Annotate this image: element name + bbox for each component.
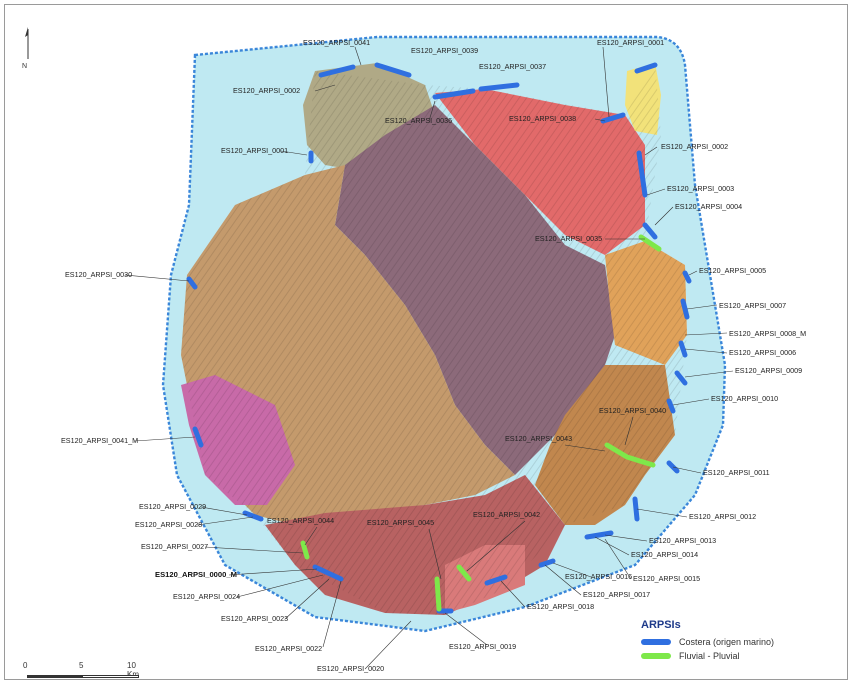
label-0001-top: ES120_ARPSI_0001 (597, 38, 664, 47)
label-0027: ES120_ARPSI_0027 (141, 542, 208, 551)
label-0007: ES120_ARPSI_0007 (719, 301, 786, 310)
label-0041-m: ES120_ARPSI_0041_M (61, 436, 138, 445)
label-0011: ES120_ARPSI_0011 (703, 468, 770, 477)
label-0022: ES120_ARPSI_0022 (255, 644, 322, 653)
label-0045: ES120_ARPSI_0045 (367, 518, 434, 527)
map-svg: ES120_ARPSI_0041 ES120_ARPSI_0039 ES120_… (61, 35, 806, 673)
label-0010: ES120_ARPSI_0010 (711, 394, 778, 403)
label-0008-m: ES120_ARPSI_0008_M (729, 329, 806, 338)
north-arrow: N (21, 25, 37, 75)
label-0035: ES120_ARPSI_0035 (535, 234, 602, 243)
label-0040: ES120_ARPSI_0040 (599, 406, 666, 415)
fluvial-arpsis (300, 234, 662, 612)
scale-bar-graphic (27, 675, 139, 678)
north-label: N (22, 63, 28, 70)
legend-swatch-coastal (641, 639, 671, 645)
label-0005: ES120_ARPSI_0005 (699, 266, 766, 275)
label-0000-m: ES120_ARPSI_0000_M (155, 570, 237, 579)
label-0017: ES120_ARPSI_0017 (583, 590, 650, 599)
label-0004: ES120_ARPSI_0004 (675, 202, 742, 211)
scale-tick-5: 5 (79, 661, 84, 670)
label-0039: ES120_ARPSI_0039 (411, 46, 478, 55)
scale-tick-0: 0 (23, 661, 28, 670)
arpsi-labels: ES120_ARPSI_0041 ES120_ARPSI_0039 ES120_… (61, 38, 806, 673)
label-0043: ES120_ARPSI_0043 (505, 434, 572, 443)
label-0024: ES120_ARPSI_0024 (173, 592, 240, 601)
north-arrow-icon (25, 27, 29, 59)
leader-lines (124, 46, 734, 670)
legend-row-fluvial: Fluvial - Pluvial (641, 649, 841, 663)
label-0002-west: ES120_ARPSI_0002 (233, 86, 300, 95)
label-0037: ES120_ARPSI_0037 (479, 62, 546, 71)
map-frame: ES120_ARPSI_0041 ES120_ARPSI_0039 ES120_… (4, 4, 848, 680)
legend-swatch-fluvial (641, 653, 671, 659)
label-0001-west: ES120_ARPSI_0001 (221, 146, 288, 155)
label-0044: ES120_ARPSI_0044 (267, 516, 334, 525)
label-0003: ES120_ARPSI_0003 (667, 184, 734, 193)
label-0036: ES120_ARPSI_0036 (385, 116, 452, 125)
legend: ARPSIs Costera (origen marino) Fluvial -… (641, 619, 841, 671)
label-0020: ES120_ARPSI_0020 (317, 664, 384, 673)
label-0015: ES120_ARPSI_0015 (633, 574, 700, 583)
label-0012: ES120_ARPSI_0012 (689, 512, 756, 521)
legend-label-coastal: Costera (origen marino) (679, 637, 775, 647)
label-0042: ES120_ARPSI_0042 (473, 510, 540, 519)
legend-label-fluvial: Fluvial - Pluvial (679, 651, 740, 661)
scale-tick-10: 10 Km (127, 661, 139, 679)
label-0028: ES120_ARPSI_0028 (135, 520, 202, 529)
legend-title: ARPSIs (641, 619, 681, 631)
legend-row-coastal: Costera (origen marino) (641, 635, 841, 649)
label-0002-east: ES120_ARPSI_0002 (661, 142, 728, 151)
label-0030: ES120_ARPSI_0030 (65, 270, 132, 279)
label-0013: ES120_ARPSI_0013 (649, 536, 716, 545)
label-0038: ES120_ARPSI_0038 (509, 114, 576, 123)
scale-bar: 0 5 10 Km (19, 661, 149, 679)
label-0016: ES120_ARPSI_0016 (565, 572, 632, 581)
coastal-arpsis (186, 62, 692, 614)
relief-overlay (181, 63, 687, 615)
label-0029: ES120_ARPSI_0029 (139, 502, 206, 511)
label-0014: ES120_ARPSI_0014 (631, 550, 698, 559)
label-0009: ES120_ARPSI_0009 (735, 366, 802, 375)
label-0041: ES120_ARPSI_0041 (303, 38, 370, 47)
label-0023: ES120_ARPSI_0023 (221, 614, 288, 623)
label-0006: ES120_ARPSI_0006 (729, 348, 796, 357)
label-0018: ES120_ARPSI_0018 (527, 602, 594, 611)
label-0019: ES120_ARPSI_0019 (449, 642, 516, 651)
